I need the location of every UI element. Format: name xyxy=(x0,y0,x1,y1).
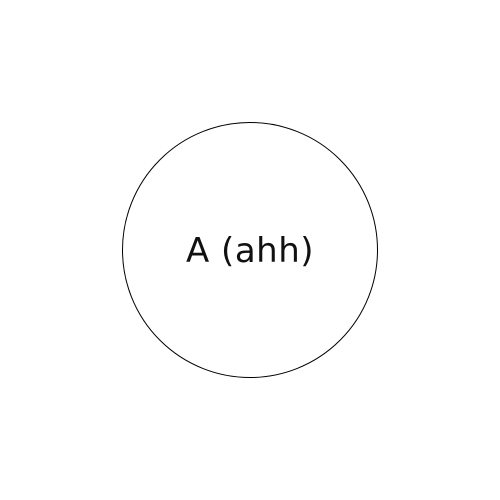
circle-node: A (ahh) xyxy=(122,122,378,378)
node-label: A (ahh) xyxy=(185,231,315,271)
